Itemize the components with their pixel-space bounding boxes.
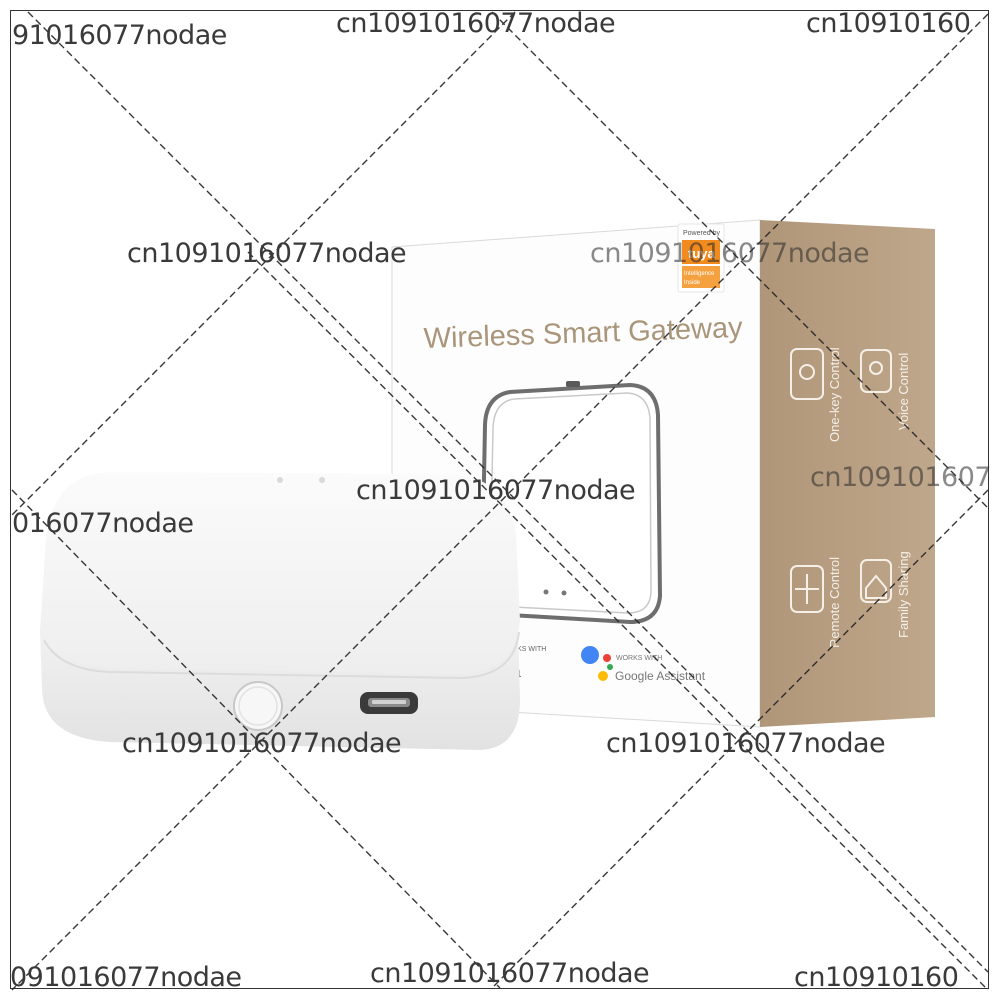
svg-text:Google Assistant: Google Assistant [615,669,706,683]
feature-voice: Voice Control [860,349,911,430]
box-device-outline [479,381,663,625]
svg-text:One-key Control: One-key Control [827,347,842,442]
svg-text:WORKS WITH: WORKS WITH [500,646,546,653]
feature-one-key: One-key Control [790,347,842,442]
watermark-text: cn1091016077nodae [590,238,870,269]
tuya-badge: Powered by tuya Intelligence Inside [677,223,725,293]
watermark-text: cn1091016077nodae [370,958,650,989]
svg-text:Family Sharing: Family Sharing [896,551,911,638]
svg-text:WORKS WITH: WORKS WITH [616,655,662,662]
led-indicator [277,477,283,483]
touch-icon [790,348,824,400]
watermark-text: cn1091016077nodae [122,728,402,759]
watermark-text: cn1091016077nodae [127,238,407,269]
watermark-text: cn1091016077nodae [356,475,636,506]
image-border [10,10,989,989]
svg-text:tuya: tuya [688,246,716,261]
svg-text:Inside: Inside [684,280,701,286]
svg-text:Voice Control: Voice Control [896,353,911,430]
google-assistant-icon [581,646,599,664]
watermark-text: 091016077nodae [10,962,242,993]
watermark-lines [11,11,989,991]
voice-icon [860,349,892,393]
gateway-hub [40,472,520,750]
watermark-text: 016077nodae [12,508,194,539]
watermark-text: cn1091016077nodae [606,728,886,759]
watermark-text: cn10910160 [794,962,959,993]
box-side-face [760,220,935,727]
watermark-text: 91016077nodae [12,20,227,51]
watermark-text: cn10910160 [806,8,971,39]
feature-remote: Remote Control [790,557,842,648]
svg-text:Powered by: Powered by [683,230,720,237]
watermark-text: cn1091016077nodae [336,8,616,39]
watermark-text: cn109101607 [810,462,992,493]
svg-text:Intelligence: Intelligence [684,271,715,277]
svg-text:Remote Control: Remote Control [827,557,842,648]
reset-button [233,681,283,731]
remote-icon [790,565,824,613]
